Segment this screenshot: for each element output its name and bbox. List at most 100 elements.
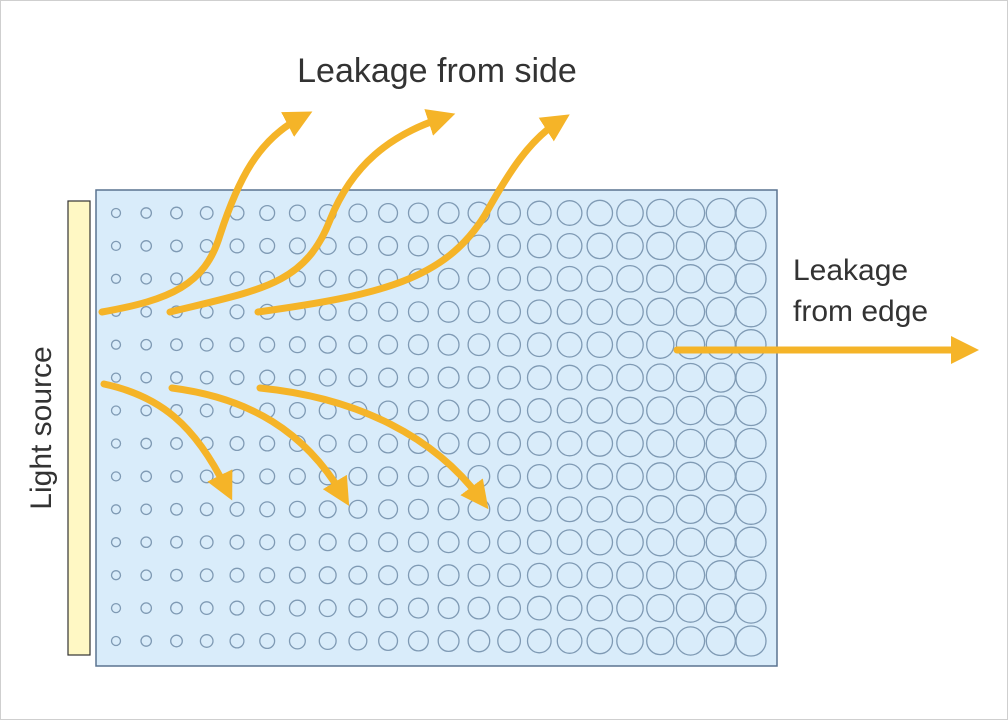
scatter-dot [110,471,122,482]
scatter-dot [140,305,153,318]
scatter-dot [675,494,706,525]
scatter-dot [140,569,153,582]
scatter-dot [140,602,153,614]
scatter-dot [407,235,429,257]
scatter-dot [288,369,306,387]
scatter-dot [259,534,276,551]
scatter-dot [586,298,614,326]
scatter-dot [467,596,491,620]
scatter-dot [556,595,583,622]
scatter-dot [288,533,306,551]
scatter-dot [467,530,491,554]
scatter-dot [110,372,122,383]
scatter-dot [497,266,522,291]
scatter-dot [675,297,706,327]
scatter-dot [497,563,522,588]
scatter-dot [616,561,644,590]
scatter-dot [646,231,675,261]
scatter-dot [259,237,276,254]
scatter-dot [140,404,153,417]
scatter-dot [348,335,368,355]
scatter-dot [259,567,276,584]
scatter-dot [288,467,306,485]
scatter-dot [437,201,460,225]
scatter-dot [348,565,368,585]
scatter-dot [437,531,460,554]
scatter-dot [437,267,460,290]
scatter-dot [735,559,767,591]
scatter-dot [288,566,306,584]
scatter-dot [318,533,337,552]
scatter-dot [586,561,614,589]
scatter-dot [318,566,337,585]
scatter-dot [199,601,214,616]
scatter-dot [526,200,552,226]
scatter-dot [675,329,706,360]
scatter-dot [586,199,614,227]
scatter-dot [556,463,583,490]
scatter-dot [318,335,337,354]
scatter-dot [705,230,736,262]
scatter-dot [675,593,706,623]
scatter-dot [735,296,767,328]
scatter-dot [407,202,429,224]
scatter-dot [170,502,183,516]
scatter-dot [229,370,245,386]
scatter-dot [616,264,644,293]
scatter-dot [407,367,429,389]
scatter-dot [646,198,675,228]
scatter-dot [140,272,153,285]
scatter-dot [705,395,736,426]
scatter-dot [259,632,276,650]
scatter-dot [140,536,153,549]
scatter-dot [497,464,522,489]
scatter-dot [199,403,214,418]
scatter-dot [646,297,675,327]
scatter-dot [348,236,368,256]
scatter-dot [735,197,767,229]
scatter-dot [556,529,583,556]
scatter-dot [705,527,736,558]
scatter-dot [586,627,614,655]
scatter-dot [616,495,644,524]
scatter-dot [170,535,183,549]
scatter-dot [407,630,429,652]
scatter-dot [735,361,767,394]
scatter-dot [259,369,276,386]
scatter-dot [437,564,460,587]
scatter-dot [288,401,306,420]
scatter-dot [616,199,644,227]
scatter-dot [348,269,368,289]
scatter-dot [288,599,306,617]
scatter-dot [586,232,614,260]
scatter-dot [229,501,245,517]
scatter-dot [437,333,460,356]
scatter-dot [110,240,122,252]
scatter-dot [170,338,183,352]
scatter-dot [407,564,429,586]
scatter-dot [646,462,675,491]
scatter-dot [110,438,122,449]
scatter-dot [318,368,337,387]
scatter-dot [437,300,460,323]
scatter-dot [318,631,337,651]
scatter-dot [467,234,491,258]
scatter-dot [140,503,153,516]
scatter-dot [348,302,368,322]
edge-leakage-label-line1: Leakage [793,254,908,287]
scatter-dot [348,203,368,223]
scatter-dot [556,232,583,259]
down-arrow-2 [168,384,350,507]
scatter-dot [616,594,644,622]
scatter-dot [675,527,706,557]
scatter-dot [259,600,276,617]
scatter-dot [705,560,736,591]
scatter-dot [318,434,337,453]
scatter-dot [288,336,306,354]
scatter-dot [556,628,583,654]
scatter-dot [556,430,583,457]
scatter-dot [467,432,491,455]
scatter-dot [616,232,644,260]
scatter-dot [378,532,399,553]
scatter-dot [705,461,736,492]
